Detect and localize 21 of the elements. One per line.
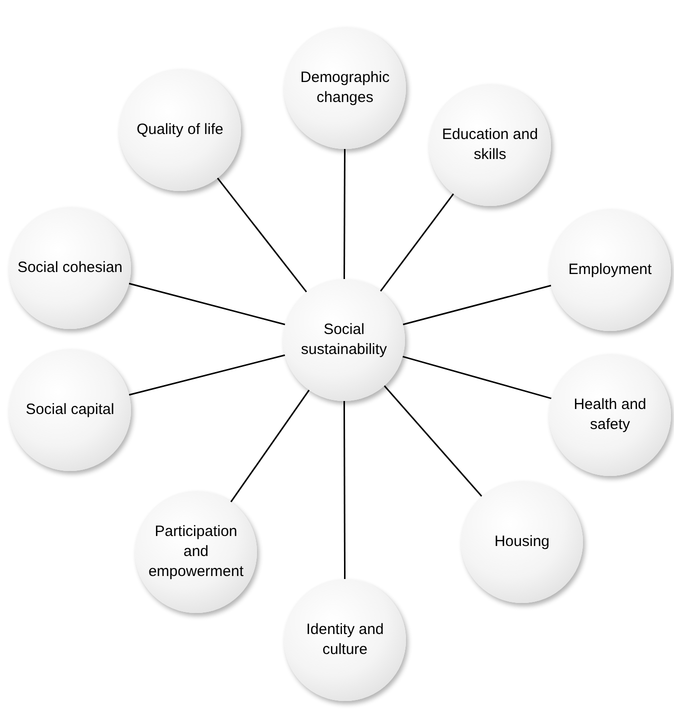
topic-label: Social cohesian <box>17 258 123 278</box>
topic-label: Employment <box>568 260 652 280</box>
topic-label: Identity and culture <box>305 620 385 660</box>
connector-line <box>384 385 482 497</box>
topic-label: Social capital <box>26 400 114 420</box>
topic-label: Social sustainability <box>300 320 388 360</box>
topic-label: Health and safety <box>572 395 648 435</box>
connector-line <box>402 356 552 400</box>
connector-line <box>402 284 552 326</box>
connector-line <box>216 178 308 292</box>
connector-line <box>128 282 286 326</box>
connector-line <box>380 193 454 292</box>
topic-label: Demographic changes <box>299 68 391 108</box>
topic-label: Housing <box>494 532 550 552</box>
connector-line <box>344 149 346 279</box>
topic-label: Education and skills <box>441 125 539 165</box>
connector-line <box>128 354 286 396</box>
topic-label: Quality of life <box>136 120 224 140</box>
topic-label: Participation and empowerment <box>147 522 245 582</box>
connector-line <box>343 401 346 579</box>
connector-line <box>230 390 310 502</box>
